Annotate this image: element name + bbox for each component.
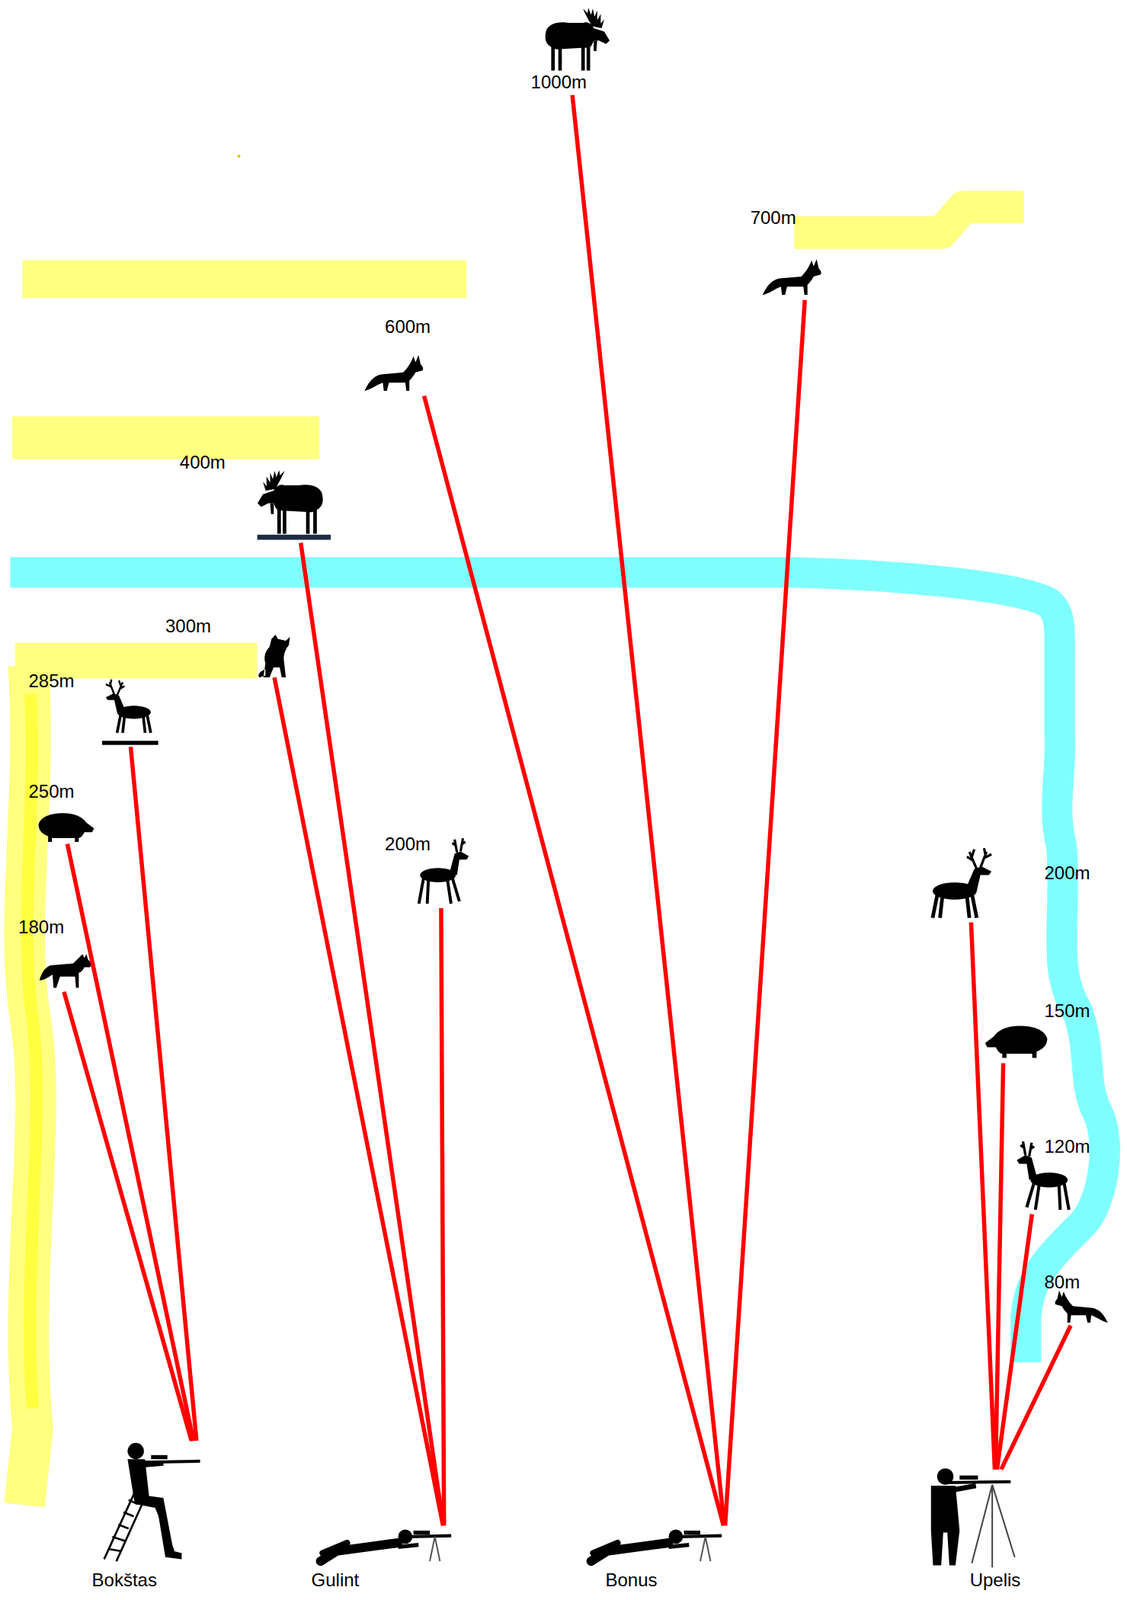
target: 250m <box>26 778 97 845</box>
shot-line <box>996 1214 1032 1470</box>
yellow-strip <box>794 207 1024 233</box>
position-name: Bokštas <box>92 1569 157 1592</box>
distance-label: 150m <box>1043 1000 1090 1022</box>
moose-figure <box>257 470 324 535</box>
distance-label: 200m <box>384 833 431 855</box>
distance-label: 400m <box>179 451 226 474</box>
boar-figure <box>38 813 95 843</box>
prone-shooter <box>591 1530 722 1563</box>
boar-figure <box>985 1025 1048 1058</box>
shot-line <box>274 677 443 1526</box>
fox-figure <box>1055 1290 1108 1323</box>
target: 285m <box>26 668 161 747</box>
target: 150m <box>982 1000 1098 1064</box>
target: 300m <box>165 615 298 679</box>
target: 700m <box>748 207 824 301</box>
target: 600m <box>360 316 433 396</box>
target: 80m <box>1042 1270 1115 1326</box>
position-name: Bonus <box>605 1569 657 1592</box>
distance-label: 300m <box>165 615 212 638</box>
target: 1000m <box>528 5 615 96</box>
target: 200m <box>382 832 477 909</box>
position-name: Upelis <box>970 1569 1022 1592</box>
tower-shooter <box>104 1443 201 1562</box>
yellow-dot <box>236 154 241 158</box>
shot-line <box>572 95 724 1527</box>
shooter-position: Bonus <box>582 1525 727 1598</box>
moose-figure <box>545 7 610 71</box>
distance-label: 285m <box>28 670 75 692</box>
position-name: Gulint <box>311 1569 360 1592</box>
stand-base <box>102 740 159 745</box>
deer-figure <box>932 848 992 919</box>
fox-figure <box>762 259 822 295</box>
wolf-figure <box>258 634 290 678</box>
distance-label: 80m <box>1043 1271 1080 1294</box>
shooter-position: Upelis <box>922 1469 1035 1599</box>
shot-line <box>67 844 194 1442</box>
shot-line <box>131 746 197 1441</box>
distance-label: 180m <box>18 916 65 939</box>
shooter-position: Bokštas <box>87 1440 205 1598</box>
prone-shooter <box>320 1530 452 1563</box>
shot-line <box>970 922 995 1470</box>
distance-label: 600m <box>384 316 431 338</box>
shot-line <box>441 908 445 1526</box>
stand-base <box>257 534 331 541</box>
yellow-strip <box>12 416 320 459</box>
fox-figure <box>364 355 423 391</box>
distance-label: 120m <box>1043 1136 1090 1158</box>
shot-line <box>995 1063 1004 1470</box>
shot-line <box>64 992 192 1441</box>
target: 200m <box>916 845 1098 923</box>
wolf-figure <box>39 954 93 988</box>
distance-label: 250m <box>28 781 75 803</box>
distance-label: 1000m <box>531 71 587 93</box>
target: 180m <box>16 914 92 993</box>
shot-line <box>725 300 806 1526</box>
deer-figure <box>105 679 151 734</box>
target: 400m <box>179 451 333 543</box>
shooter-position: Gulint <box>307 1525 452 1598</box>
standing-shooter <box>931 1468 1015 1568</box>
shot-line <box>424 396 724 1527</box>
distance-label: 200m <box>1043 862 1090 884</box>
distance-label: 700m <box>750 207 797 229</box>
yellow-strip <box>22 260 467 299</box>
shot-line <box>300 543 444 1527</box>
river <box>9 572 1105 1363</box>
target: 120m <box>1011 1134 1099 1214</box>
shot-line <box>1001 1325 1071 1470</box>
